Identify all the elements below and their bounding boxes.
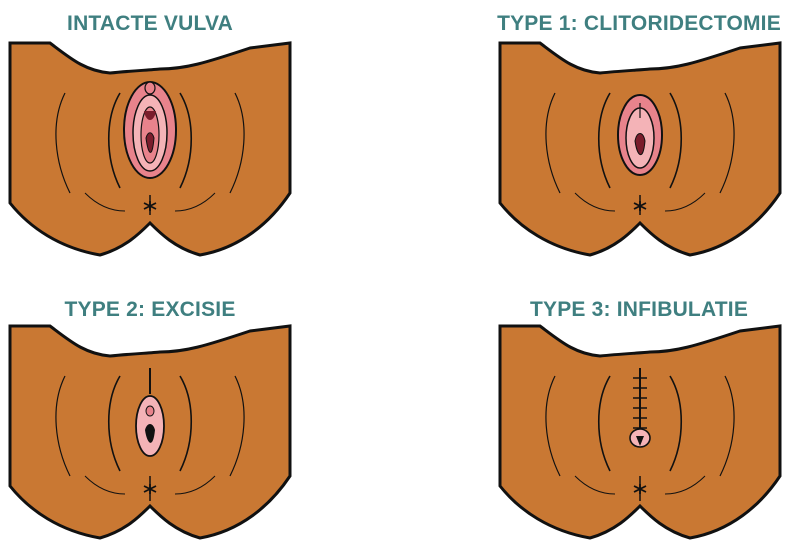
panel-title: INTACTE VULVA: [0, 12, 300, 36]
type2-illustration: [10, 326, 290, 538]
intact-vulva-illustration: [10, 43, 290, 255]
panel-title: TYPE 3: INFIBULATIE: [480, 298, 798, 322]
panel-type2: TYPE 2: EXCISIE: [0, 290, 300, 543]
panel-title: TYPE 1: CLITORIDECTOMIE: [480, 12, 798, 36]
panel-type3: TYPE 3: INFIBULATIE: [480, 290, 798, 543]
type1-illustration: [500, 43, 780, 255]
panel-intact: INTACTE VULVA: [0, 0, 300, 270]
type3-illustration: [500, 326, 780, 538]
panel-title: TYPE 2: EXCISIE: [0, 298, 300, 322]
panel-type1: TYPE 1: CLITORIDECTOMIE: [480, 0, 798, 270]
